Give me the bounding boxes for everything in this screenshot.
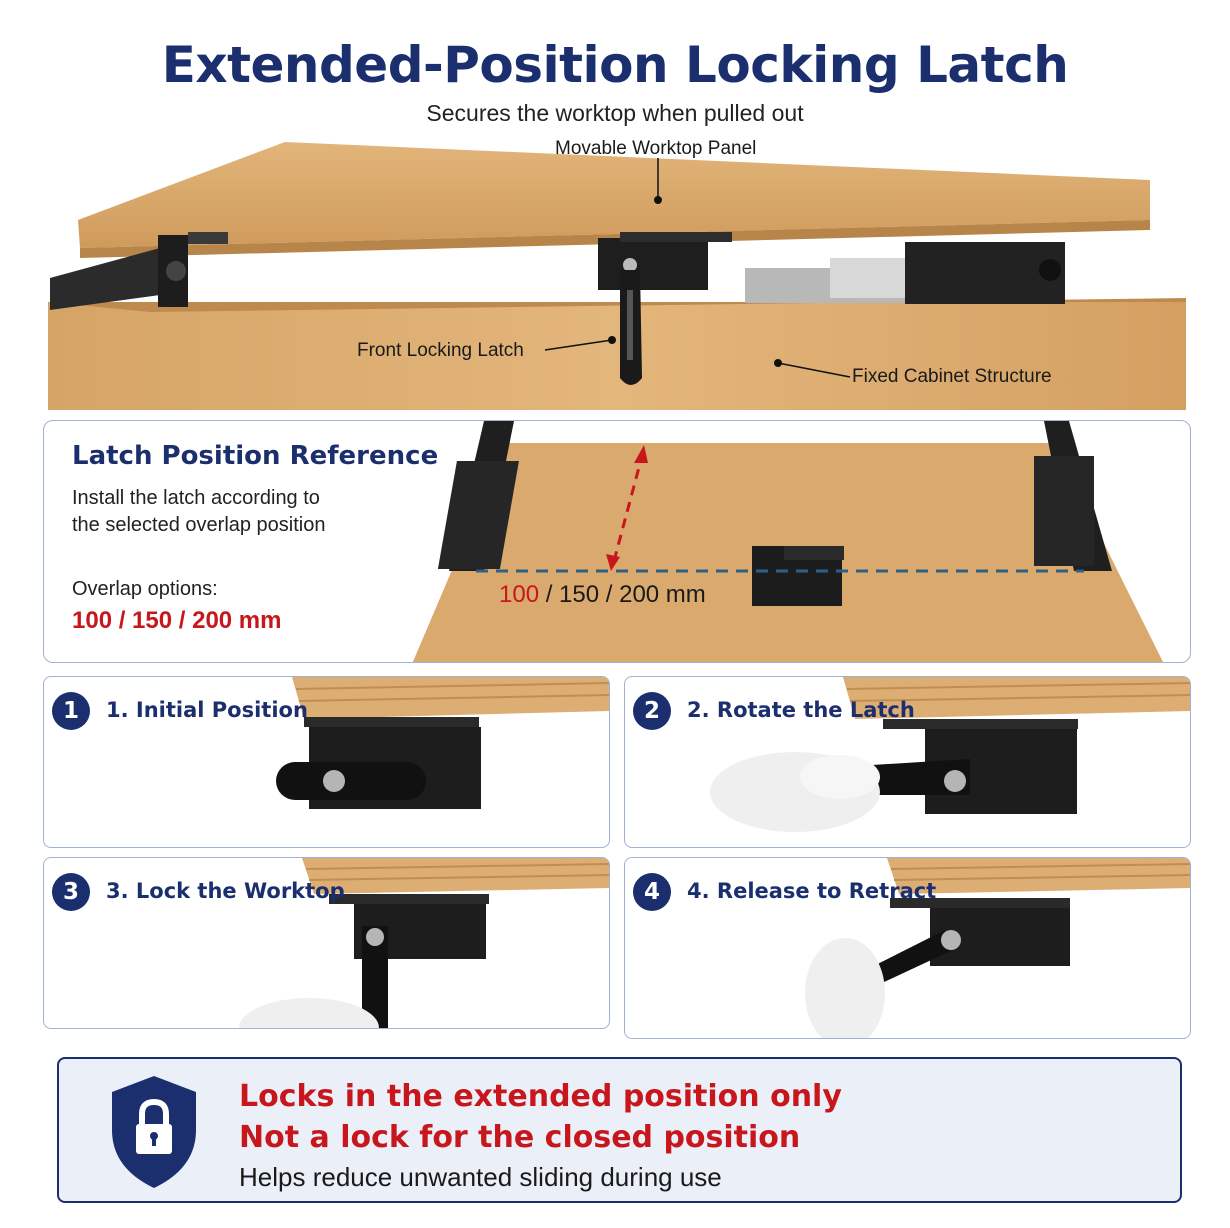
step-1-label: 1. Initial Position <box>106 698 308 722</box>
worktop-panel <box>78 142 1150 248</box>
callout-latch: Front Locking Latch <box>357 340 524 361</box>
hero-illustration: Movable Worktop Panel Front Locking Latc… <box>0 130 1230 415</box>
lock-shield-icon <box>112 1076 196 1188</box>
cabinet-structure <box>48 302 1186 410</box>
measure-highlight: 100 <box>499 581 540 608</box>
step-1-number: 1 <box>52 692 90 730</box>
step-card-3: 3 3. Lock the Worktop <box>43 857 610 1029</box>
step-3-label: 3. Lock the Worktop <box>106 879 345 903</box>
reference-title: Latch Position Reference <box>72 441 439 471</box>
left-slide-rail <box>50 248 160 310</box>
step-card-4: 4 4. Release to Retract <box>624 857 1191 1039</box>
worktop-cabinet-illustration <box>48 142 1186 410</box>
overlap-options-label: Overlap options: <box>72 578 218 600</box>
step-card-1: 1 1. Initial Position <box>43 676 610 848</box>
measure-rest: / 150 / 200 mm <box>539 581 706 608</box>
step-2-number: 2 <box>633 692 671 730</box>
overlap-arrow <box>612 455 644 562</box>
callout-cabinet: Fixed Cabinet Structure <box>852 366 1052 387</box>
callout-worktop: Movable Worktop Panel <box>555 138 757 159</box>
overlap-options-values: 100 / 150 / 200 mm <box>72 607 282 634</box>
step-4-number: 4 <box>633 873 671 911</box>
step-1-illustration <box>276 677 609 809</box>
step-2-illustration <box>710 677 1190 832</box>
step-4-illustration <box>805 858 1190 1038</box>
overlap-measure-label: 100 / 150 / 200 mm <box>499 581 706 609</box>
notice-banner: Locks in the extended position only Not … <box>57 1057 1182 1203</box>
reference-illustration <box>412 421 1164 662</box>
reference-description: Install the latch according to the selec… <box>72 487 326 536</box>
step-card-2: 2 2. Rotate the Latch <box>624 676 1191 848</box>
gloved-hand <box>239 998 379 1028</box>
latch-arm <box>276 762 426 800</box>
latch-body <box>598 238 708 290</box>
gloved-hand <box>805 938 885 1038</box>
latch-position-reference: Latch Position Reference Install the lat… <box>43 420 1191 663</box>
step-4-label: 4. Release to Retract <box>687 879 937 903</box>
step-3-illustration <box>239 858 609 1028</box>
page-title: Extended-Position Locking Latch <box>161 36 1069 94</box>
notice-line-closed: Not a lock for the closed position <box>239 1120 801 1155</box>
page-subtitle: Secures the worktop when pulled out <box>426 100 804 126</box>
step-3-number: 3 <box>52 873 90 911</box>
step-2-label: 2. Rotate the Latch <box>687 698 915 722</box>
notice-line-help: Helps reduce unwanted sliding during use <box>239 1162 722 1192</box>
notice-line-extended: Locks in the extended position only <box>239 1079 842 1114</box>
